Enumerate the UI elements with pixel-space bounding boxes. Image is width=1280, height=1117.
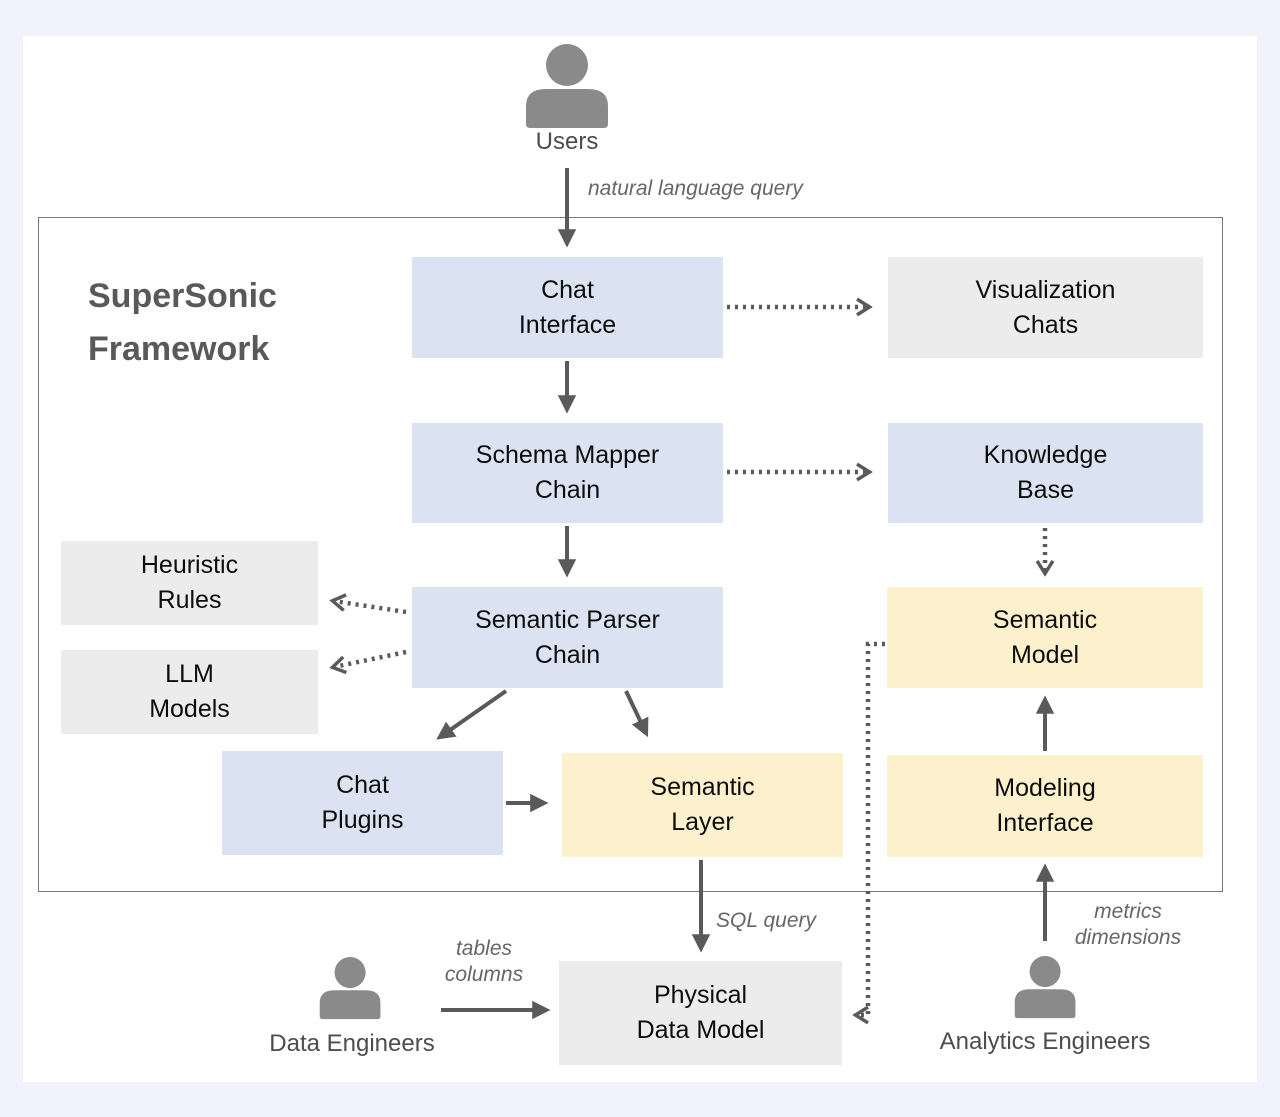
node-llm-models: LLM Models [61,650,318,734]
node-semantic-parser-chain: Semantic Parser Chain [412,587,723,688]
analytics-engineers-label: Analytics Engineers [939,1028,1151,1055]
node-knowledge-base: Knowledge Base [888,423,1203,523]
diagram-title: SuperSonic Framework [88,277,277,368]
node-visualization-chats: Visualization Chats [888,257,1203,358]
sql-query-label: SQL query [716,909,817,932]
node-chat-interface: Chat Interface [412,257,723,358]
users-label: Users [535,128,599,155]
node-physical-data-model: Physical Data Model [559,961,842,1065]
node-chat-plugins: Chat Plugins [222,751,503,855]
node-heuristic-rules: Heuristic Rules [61,541,318,625]
node-modeling-interface: Modeling Interface [887,755,1203,857]
framework-boundary [38,217,1223,892]
tables-columns-label: tables columns [444,937,524,987]
node-semantic-model: Semantic Model [887,587,1203,688]
metrics-dimensions-label: metrics dimensions [1074,900,1182,950]
data-engineers-label: Data Engineers [269,1030,435,1057]
node-schema-mapper-chain: Schema Mapper Chain [412,423,723,523]
node-semantic-layer: Semantic Layer [562,753,843,857]
natural-language-query-label: natural language query [588,177,803,200]
